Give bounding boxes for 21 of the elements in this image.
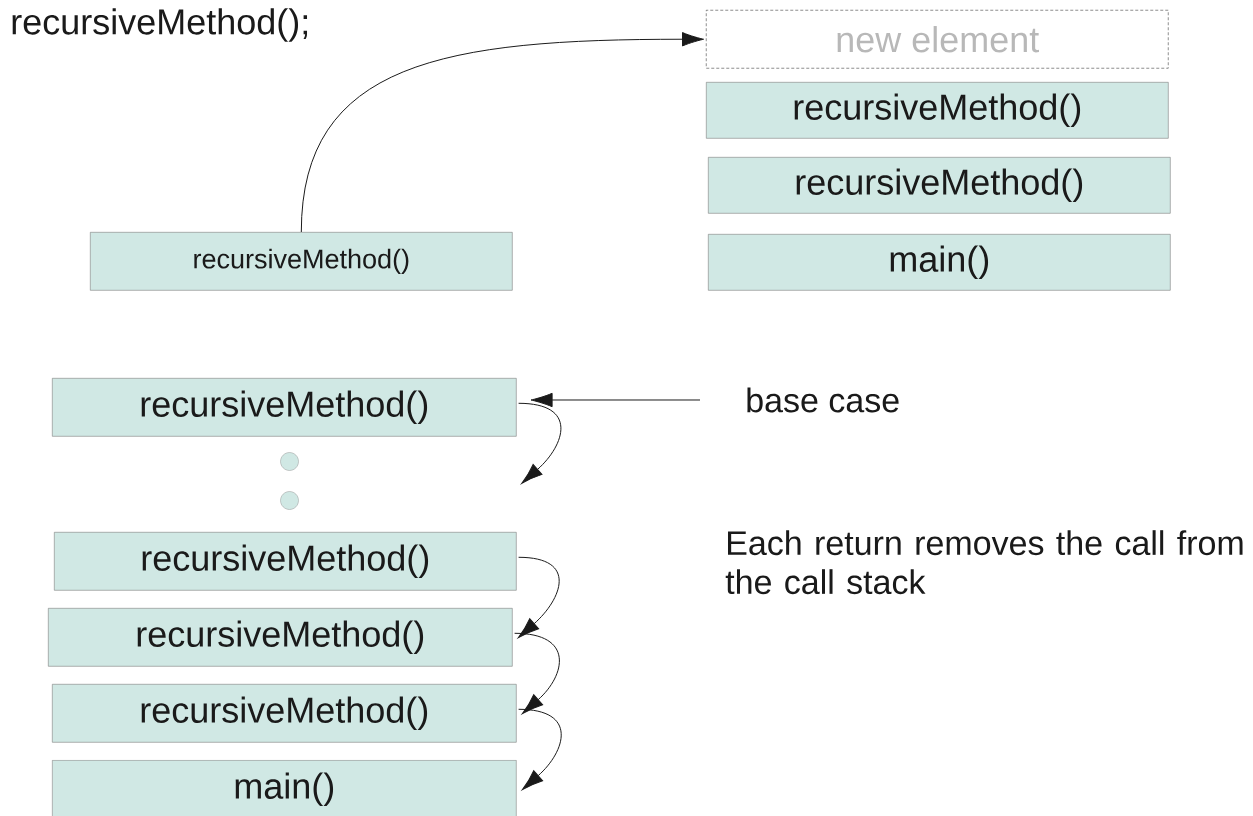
stack-frame-box: recursiveMethod() — [54, 532, 517, 591]
arrow — [517, 556, 560, 639]
stack-frame-box: main() — [708, 234, 1171, 291]
stack-frame-box: recursiveMethod() — [52, 378, 517, 437]
stack-frame-box: recursiveMethod() — [90, 232, 513, 291]
arrow — [518, 708, 562, 791]
arrow — [518, 402, 562, 484]
placeholder-box: new element — [706, 10, 1169, 69]
note-text: Each return removes the call from the call stack — [725, 530, 1243, 595]
annotation-text: base case — [747, 387, 899, 413]
code-text: recursiveMethod(); — [12, 8, 307, 42]
ellipsis-dot — [280, 491, 299, 510]
stack-frame-box: recursiveMethod() — [708, 157, 1171, 214]
arrow — [530, 392, 701, 408]
arrow — [514, 632, 560, 715]
stack-frame-box: recursiveMethod() — [706, 82, 1169, 139]
stack-frame-box: recursiveMethod() — [48, 608, 513, 667]
ellipsis-dot — [280, 452, 299, 471]
stack-frame-box: main() — [52, 760, 517, 816]
arrow — [300, 32, 705, 233]
stack-frame-box: recursiveMethod() — [52, 684, 517, 743]
